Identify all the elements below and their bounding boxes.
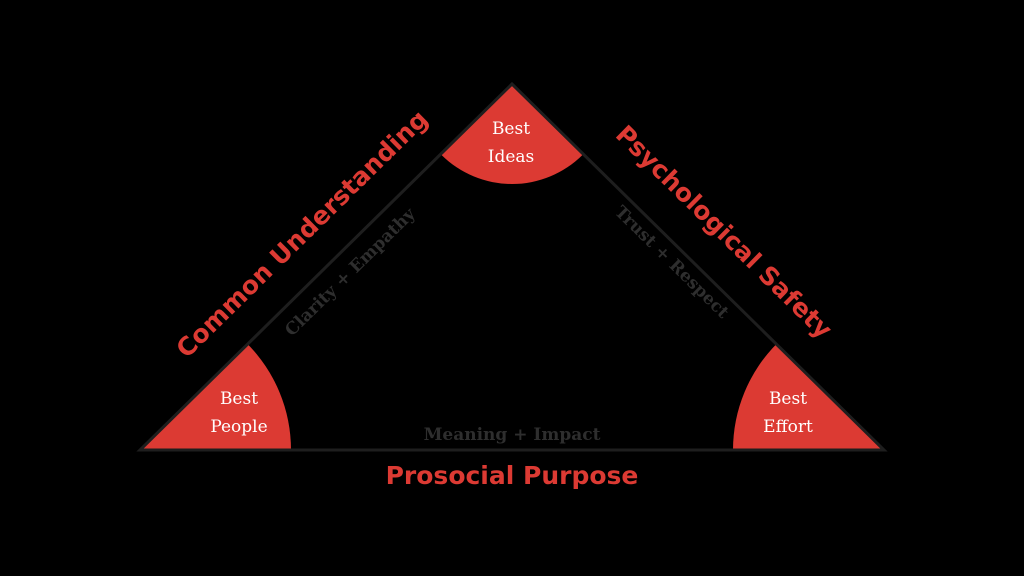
side-bottom-subtitle: Meaning + Impact: [424, 425, 601, 445]
corner-bottom-right-line1: Best: [769, 389, 807, 409]
corner-top-line1: Best: [492, 119, 530, 139]
corner-sector-bottom-left: [140, 299, 291, 450]
corner-bottom-right-line2: Effort: [763, 417, 813, 437]
corner-sector-bottom-right: [733, 299, 884, 450]
corner-bottom-left-line1: Best: [220, 389, 258, 409]
triangle-outline: [136, 81, 888, 452]
corner-bottom-left-line2: People: [210, 417, 267, 437]
corner-top-line2: Ideas: [488, 147, 535, 167]
side-bottom-title: Prosocial Purpose: [386, 461, 639, 490]
